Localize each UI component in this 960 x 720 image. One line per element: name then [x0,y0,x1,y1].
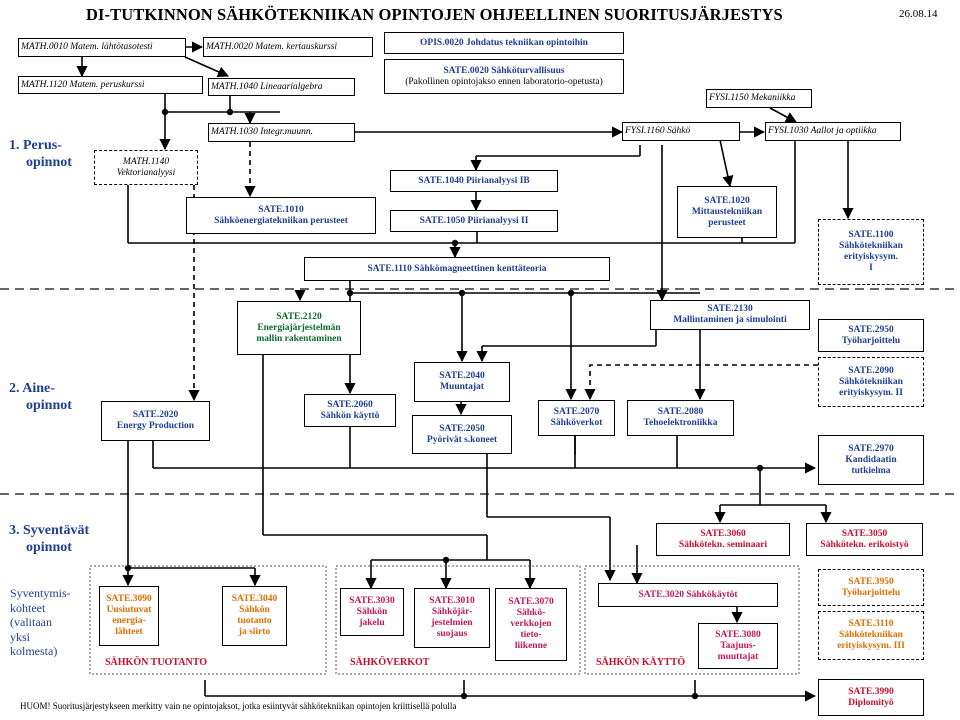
course-opis0020[interactable]: OPIS.0020 Johdatus tekniikan opintoihin [384,32,624,54]
course-fysi1030[interactable]: FYSI.1030 Aallot ja optiikka [765,122,901,141]
group-label-tuotanto: SÄHKÖN TUOTANTO [105,657,207,668]
group-frame-kaytto [584,565,800,675]
course-math1030[interactable]: MATH.1030 Integr.muunn. [208,123,355,142]
course-sate1050[interactable]: SATE.1050 Piirianalyysi II [390,210,558,232]
course-math1040[interactable]: MATH.1040 Lineaarialgebra [208,78,355,96]
course-math1120[interactable]: MATH.1120 Matem. peruskurssi [18,76,203,94]
course-math0020[interactable]: MATH.0020 Matem. kertauskurssi [203,37,373,57]
course-sate1110[interactable]: SATE.1110 Sähkömagneettinen kenttäteoria [304,257,610,281]
group-label-verkot: SÄHKÖVERKOT [350,657,430,668]
section-aine: 2. Aine-opinnot [9,381,72,413]
date-label: 26.08.14 [899,8,938,20]
course-sate0020[interactable]: SATE.0020 Sähköturvallisuus(Pakollinen o… [384,59,624,94]
group-frame-tuotanto [89,565,327,675]
course-sate3020[interactable]: SATE.3020 Sähkökäytöt [598,583,778,607]
course-sate1040[interactable]: SATE.1040 Piirianalyysi IB [390,170,558,192]
page-title: DI-TUTKINNON SÄHKÖTEKNIIKAN OPINTOJEN OH… [86,5,783,24]
section-perus: 1. Perus-opinnot [9,138,72,170]
course-math0010[interactable]: MATH.0010 Matem. lähtötasotesti [18,38,186,57]
group-frame-verkot [335,565,581,675]
group-label-kaytto: SÄHKÖN KÄYTTÖ [596,657,686,668]
course-fysi1150[interactable]: FYSI.1150 Mekaniikka [706,89,812,108]
course-fysi1160[interactable]: FYSI.1160 Sähkö [622,122,740,141]
footer-note: HUOM! Suoritusjärjestykseen merkitty vai… [20,701,457,711]
